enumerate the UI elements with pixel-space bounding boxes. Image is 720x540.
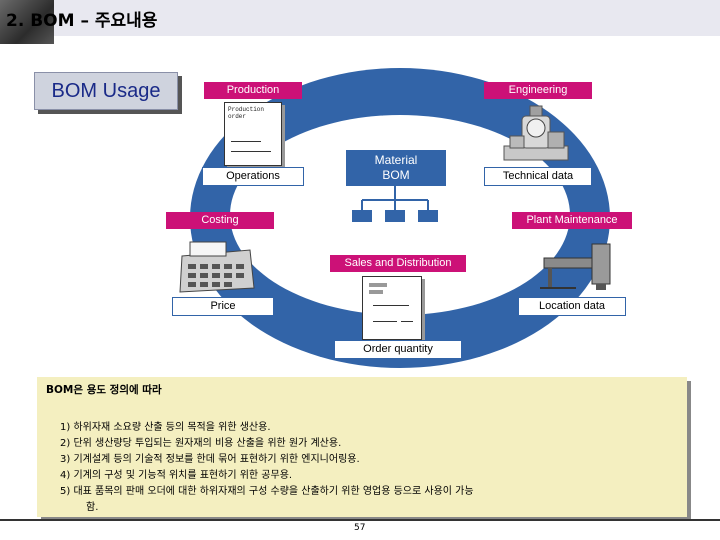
- engineering-machine-icon: [500, 102, 572, 164]
- page-title: 2. BOM – 주요내용: [6, 6, 157, 31]
- label-technical-data: Technical data: [484, 167, 592, 186]
- footer-line: [0, 519, 720, 521]
- label-sales-distribution: Sales and Distribution: [330, 255, 466, 272]
- label-price: Price: [172, 297, 274, 316]
- sales-order-doc-icon: [362, 276, 422, 340]
- material-bom-line1: Material: [346, 153, 446, 168]
- page-number: 57: [354, 523, 365, 533]
- plant-machine-icon: [536, 238, 616, 294]
- production-doc-text: Production order: [228, 106, 281, 120]
- production-order-doc-icon: Production order: [224, 102, 282, 166]
- notes-item: 1) 하위자재 소요량 산출 등의 목적을 위한 생산용.: [60, 418, 271, 433]
- label-order-quantity: Order quantity: [334, 340, 462, 359]
- notes-item: 3) 기계설계 등의 기술적 정보를 한데 묶어 표현하기 위한 엔지니어링용.: [60, 450, 360, 465]
- notes-item: 함.: [86, 498, 98, 513]
- label-location-data: Location data: [518, 297, 626, 316]
- notes-item: 5) 대표 품목의 판매 오더에 대한 하위자재의 구성 수량을 산출하기 위한…: [60, 482, 474, 497]
- bom-tree-icon: [350, 186, 440, 226]
- label-costing: Costing: [166, 212, 274, 229]
- label-production: Production: [204, 82, 302, 99]
- material-bom-line2: BOM: [346, 168, 446, 183]
- material-bom-box: Material BOM: [346, 150, 446, 186]
- label-engineering: Engineering: [484, 82, 592, 99]
- notes-item: 4) 기계의 구성 및 기능적 위치를 표현하기 위한 공무용.: [60, 466, 292, 481]
- notes-heading: BOM은 용도 정의에 따라: [46, 382, 162, 397]
- label-plant-maintenance: Plant Maintenance: [512, 212, 632, 229]
- label-operations: Operations: [202, 167, 304, 186]
- calculator-icon: [176, 236, 256, 294]
- bom-usage-box: BOM Usage: [34, 72, 178, 110]
- notes-item: 2) 단위 생산량당 투입되는 원자재의 비용 산출을 위한 원가 계산용.: [60, 434, 341, 449]
